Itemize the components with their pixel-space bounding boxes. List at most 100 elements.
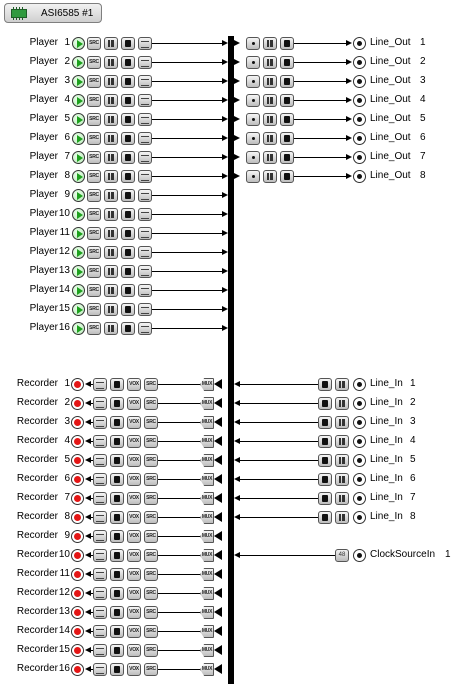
record-icon[interactable] <box>71 644 84 657</box>
monitor-icon[interactable] <box>246 56 260 69</box>
volume-icon[interactable] <box>93 568 107 581</box>
src-icon[interactable]: SRC <box>144 568 158 581</box>
vox-icon[interactable]: VOX <box>127 568 141 581</box>
src-icon[interactable]: SRC <box>87 37 101 50</box>
monitor-icon[interactable] <box>246 170 260 183</box>
record-icon[interactable] <box>71 511 84 524</box>
mux-icon[interactable]: MUX <box>200 587 214 600</box>
volume-icon[interactable] <box>93 511 107 524</box>
src-icon[interactable]: SRC <box>87 303 101 316</box>
src-icon[interactable]: SRC <box>87 56 101 69</box>
line-out-node[interactable] <box>353 94 366 107</box>
play-icon[interactable] <box>72 170 85 183</box>
line-out-node[interactable] <box>353 37 366 50</box>
volume-icon[interactable] <box>93 435 107 448</box>
gain-icon[interactable] <box>335 397 349 410</box>
line-in-node[interactable] <box>353 416 366 429</box>
meter-icon[interactable] <box>110 530 124 543</box>
mux-icon[interactable]: MUX <box>200 644 214 657</box>
meter-icon[interactable] <box>121 265 135 278</box>
meter-icon[interactable] <box>110 663 124 676</box>
vox-icon[interactable]: VOX <box>127 492 141 505</box>
meter-icon[interactable] <box>110 473 124 486</box>
meter-icon[interactable] <box>280 113 294 126</box>
mux-icon[interactable]: MUX <box>200 435 214 448</box>
volume-icon[interactable] <box>93 473 107 486</box>
gain-icon[interactable] <box>104 265 118 278</box>
vox-icon[interactable]: VOX <box>127 454 141 467</box>
volume-icon[interactable] <box>138 75 152 88</box>
meter-icon[interactable] <box>318 435 332 448</box>
meter-icon[interactable] <box>110 606 124 619</box>
meter-icon[interactable] <box>110 454 124 467</box>
gain-icon[interactable] <box>263 37 277 50</box>
gain-icon[interactable] <box>104 170 118 183</box>
gain-icon[interactable] <box>104 37 118 50</box>
src-icon[interactable]: SRC <box>87 227 101 240</box>
meter-icon[interactable] <box>318 511 332 524</box>
volume-icon[interactable] <box>93 663 107 676</box>
src-icon[interactable]: SRC <box>87 132 101 145</box>
src-icon[interactable]: SRC <box>87 113 101 126</box>
src-icon[interactable]: SRC <box>144 530 158 543</box>
gain-icon[interactable] <box>104 151 118 164</box>
meter-icon[interactable] <box>110 435 124 448</box>
src-icon[interactable]: SRC <box>144 435 158 448</box>
monitor-icon[interactable] <box>246 75 260 88</box>
meter-icon[interactable] <box>280 170 294 183</box>
record-icon[interactable] <box>71 435 84 448</box>
meter-icon[interactable] <box>318 416 332 429</box>
gain-icon[interactable] <box>335 454 349 467</box>
meter-icon[interactable] <box>280 94 294 107</box>
meter-icon[interactable] <box>318 378 332 391</box>
src-icon[interactable]: SRC <box>87 189 101 202</box>
meter-icon[interactable] <box>121 75 135 88</box>
play-icon[interactable] <box>72 151 85 164</box>
src-icon[interactable]: SRC <box>87 246 101 259</box>
meter-icon[interactable] <box>121 132 135 145</box>
line-in-node[interactable] <box>353 473 366 486</box>
gain-icon[interactable] <box>104 227 118 240</box>
volume-icon[interactable] <box>138 284 152 297</box>
volume-icon[interactable] <box>138 227 152 240</box>
record-icon[interactable] <box>71 549 84 562</box>
volume-icon[interactable] <box>93 606 107 619</box>
play-icon[interactable] <box>72 322 85 335</box>
meter-icon[interactable] <box>121 284 135 297</box>
play-icon[interactable] <box>72 113 85 126</box>
monitor-icon[interactable] <box>246 132 260 145</box>
meter-icon[interactable] <box>110 644 124 657</box>
gain-icon[interactable] <box>263 132 277 145</box>
src-icon[interactable]: SRC <box>144 378 158 391</box>
mux-icon[interactable]: MUX <box>200 625 214 638</box>
volume-icon[interactable] <box>138 322 152 335</box>
mux-icon[interactable]: MUX <box>200 454 214 467</box>
gain-icon[interactable] <box>263 151 277 164</box>
meter-icon[interactable] <box>121 94 135 107</box>
gain-icon[interactable] <box>335 416 349 429</box>
meter-icon[interactable] <box>121 56 135 69</box>
play-icon[interactable] <box>72 246 85 259</box>
meter-icon[interactable] <box>280 56 294 69</box>
mux-icon[interactable]: MUX <box>200 549 214 562</box>
meter-icon[interactable] <box>121 208 135 221</box>
vox-icon[interactable]: VOX <box>127 511 141 524</box>
meter-icon[interactable] <box>121 246 135 259</box>
volume-icon[interactable] <box>93 625 107 638</box>
clock-source-node[interactable] <box>353 549 366 562</box>
volume-icon[interactable] <box>93 549 107 562</box>
line-out-node[interactable] <box>353 56 366 69</box>
volume-icon[interactable] <box>93 530 107 543</box>
gain-icon[interactable] <box>335 492 349 505</box>
volume-icon[interactable] <box>138 265 152 278</box>
volume-icon[interactable] <box>138 303 152 316</box>
play-icon[interactable] <box>72 208 85 221</box>
meter-icon[interactable] <box>110 511 124 524</box>
meter-icon[interactable] <box>318 454 332 467</box>
src-icon[interactable]: SRC <box>144 644 158 657</box>
gain-icon[interactable] <box>263 75 277 88</box>
volume-icon[interactable] <box>138 37 152 50</box>
record-icon[interactable] <box>71 397 84 410</box>
src-icon[interactable]: SRC <box>87 265 101 278</box>
vox-icon[interactable]: VOX <box>127 416 141 429</box>
